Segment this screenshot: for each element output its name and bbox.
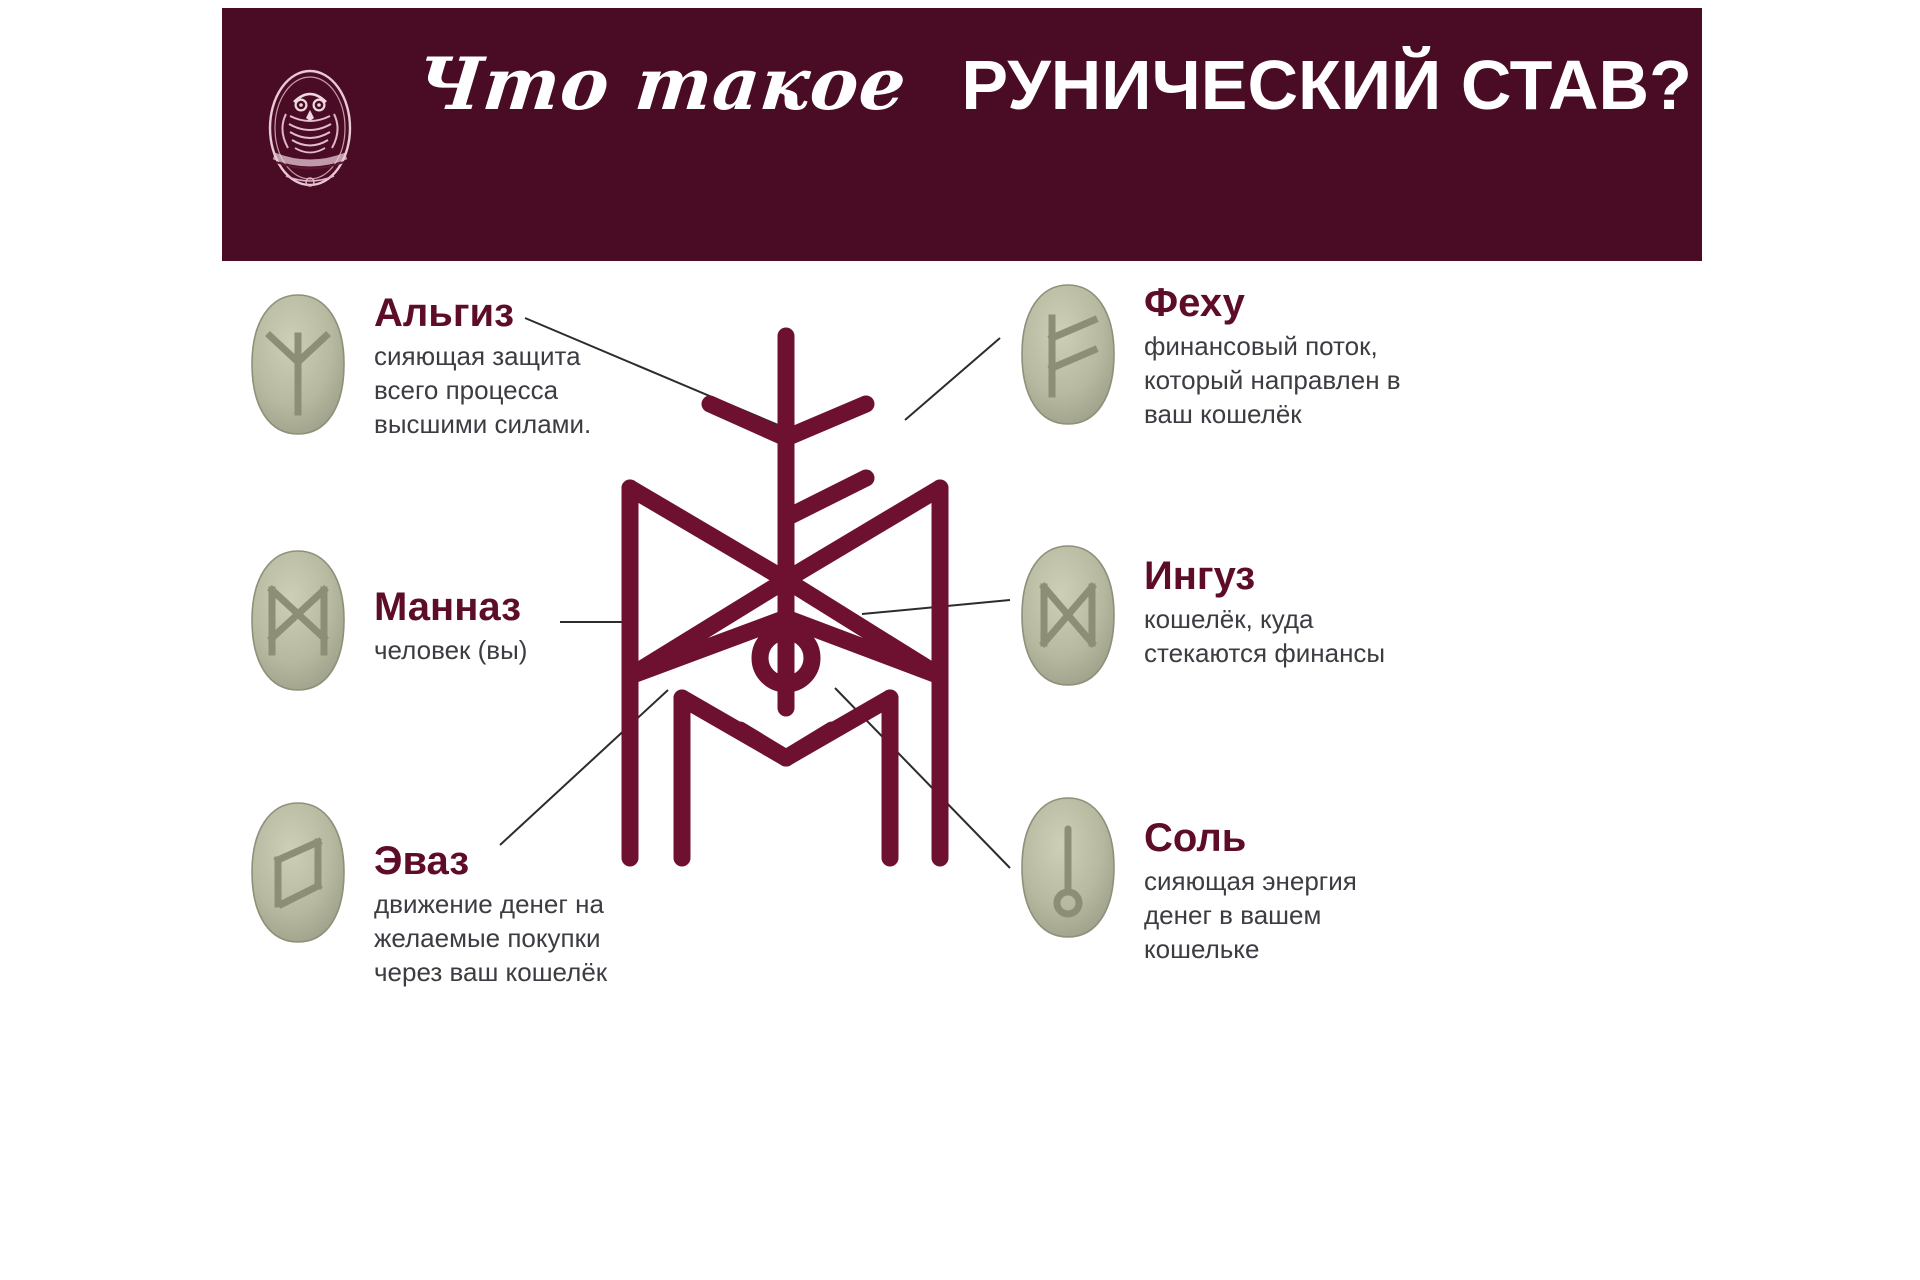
inguz-rune-stone — [1018, 543, 1118, 693]
fehu-description: финансовый поток, который направлен в ва… — [1144, 331, 1401, 429]
header-title: Что такое РУНИЧЕСКИЙ СТАВ? — [413, 41, 1692, 126]
evaz-rune-glyph — [273, 837, 323, 909]
sol-text-group: Соль сияющая энергия денег в вашем кошел… — [1144, 795, 1414, 966]
evaz-rune-stone — [248, 800, 348, 950]
rune-block-sol: Соль сияющая энергия денег в вашем кошел… — [1018, 795, 1414, 966]
sol-rune-glyph — [1053, 825, 1083, 918]
evaz-heading: Эваз — [374, 839, 470, 883]
sol-description: сияющая энергия денег в вашем кошельке — [1144, 866, 1357, 964]
fehu-heading: Феху — [1144, 281, 1245, 325]
central-rune-stave-diagram — [590, 318, 990, 898]
inguz-text-group: Ингуз кошелёк, куда стекаются финансы — [1144, 543, 1414, 671]
inguz-heading: Ингуз — [1144, 554, 1256, 598]
sol-rune-stone — [1018, 795, 1118, 945]
inguz-rune-glyph — [1039, 582, 1097, 648]
mannaz-description: человек (вы) — [374, 635, 528, 665]
algiz-description: сияющая защита всего процесса высшими си… — [374, 341, 592, 439]
algiz-rune-stone — [248, 292, 348, 442]
rune-block-fehu: Феху финансовый поток, который направлен… — [1018, 282, 1414, 432]
fehu-rune-stone — [1018, 282, 1118, 432]
mannaz-rune-glyph — [267, 585, 329, 656]
evaz-text-group: Эваз движение денег на желаемые покупки … — [374, 800, 644, 989]
title-bold-part: РУНИЧЕСКИЙ СТАВ? — [961, 46, 1692, 124]
header-banner: Что такое РУНИЧЕСКИЙ СТАВ? — [222, 8, 1702, 261]
fehu-rune-glyph — [1047, 314, 1099, 398]
algiz-text-group: Альгиз сияющая защита всего процесса выс… — [374, 292, 624, 441]
mannaz-text-group: Манназ человек (вы) — [374, 548, 527, 668]
algiz-heading: Альгиз — [374, 291, 515, 335]
rune-block-mannaz: Манназ человек (вы) — [248, 548, 527, 698]
rune-block-algiz: Альгиз сияющая защита всего процесса выс… — [248, 292, 624, 442]
sol-heading: Соль — [1144, 816, 1247, 860]
evaz-description: движение денег на желаемые покупки через… — [374, 889, 608, 987]
rune-block-inguz: Ингуз кошелёк, куда стекаются финансы — [1018, 543, 1414, 693]
rune-block-evaz: Эваз движение денег на желаемые покупки … — [248, 800, 644, 989]
algiz-rune-glyph — [265, 331, 331, 416]
inguz-description: кошелёк, куда стекаются финансы — [1144, 604, 1386, 668]
mannaz-heading: Манназ — [374, 585, 521, 629]
title-script-part: Что такое — [412, 41, 911, 126]
mannaz-rune-stone — [248, 548, 348, 698]
fehu-text-group: Феху финансовый поток, который направлен… — [1144, 282, 1414, 431]
owl-emblem-logo — [256, 58, 364, 198]
